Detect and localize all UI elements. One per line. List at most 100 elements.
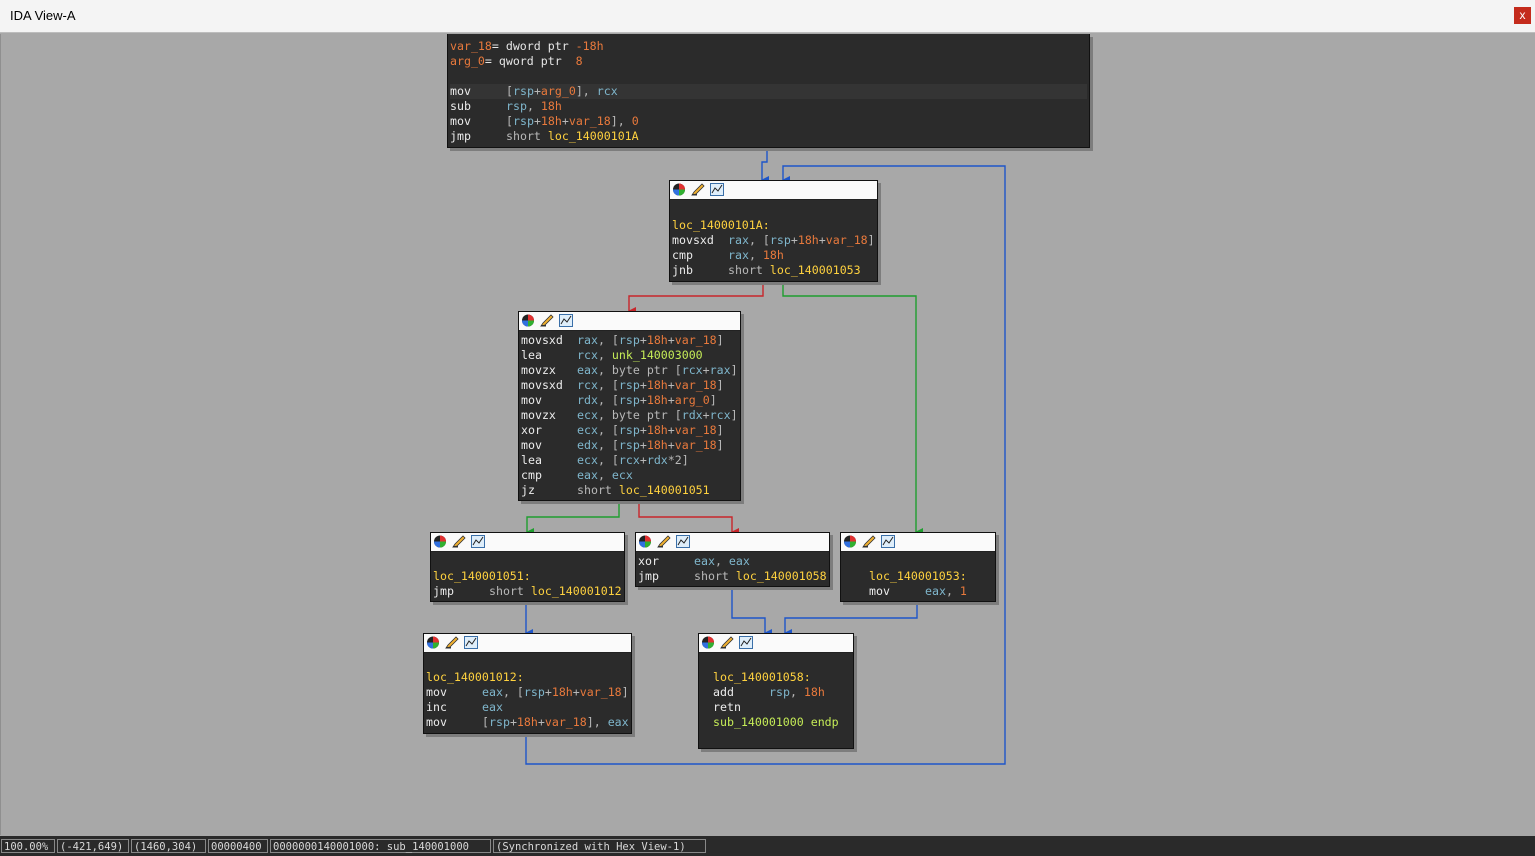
close-button[interactable]: x: [1514, 7, 1531, 24]
color-icon[interactable]: [521, 314, 535, 327]
number: 0: [631, 114, 639, 128]
status-address: 0000000140001000: sub_140001000: [270, 839, 491, 853]
operand-separator: ,: [714, 554, 729, 568]
node-entry[interactable]: var_18= dword ptr -18h arg_0= qword ptr …: [447, 34, 1090, 148]
register: rsp: [769, 685, 790, 699]
operand-bracket: ]: [716, 438, 724, 452]
color-icon[interactable]: [672, 183, 686, 196]
node-header: [519, 312, 740, 331]
keyword: short: [577, 483, 619, 497]
number: 18h: [646, 333, 668, 347]
register: eax: [728, 554, 750, 568]
mnemonic: movsxd: [672, 233, 714, 247]
graph-icon[interactable]: [471, 535, 485, 548]
register: eax: [694, 554, 715, 568]
operand-bracket: , [: [748, 233, 770, 247]
number: 1: [959, 584, 967, 598]
color-icon[interactable]: [638, 535, 652, 548]
variable: var_18: [579, 685, 622, 699]
operand-bracket: , [: [597, 393, 619, 407]
register: rcx: [596, 84, 618, 98]
operand-bracket: , [: [597, 333, 619, 347]
color-icon[interactable]: [426, 636, 440, 649]
status-cursor: (-421,649): [57, 839, 129, 853]
graph-icon[interactable]: [710, 183, 724, 196]
register: eax: [607, 715, 629, 729]
operand-bracket: ]: [730, 408, 738, 422]
mnemonic: movzx: [521, 363, 556, 377]
rename-icon[interactable]: [691, 183, 705, 196]
graph-icon[interactable]: [881, 535, 895, 548]
mnemonic: add: [713, 685, 734, 699]
data-reference[interactable]: unk_140003000: [611, 348, 703, 362]
keyword: short: [694, 569, 736, 583]
register: rsp: [618, 438, 640, 452]
instruction-line[interactable]: retn: [713, 700, 851, 715]
color-icon[interactable]: [433, 535, 447, 548]
mnemonic: jmp: [433, 584, 454, 598]
edge-mismatch-to-exit: [731, 587, 772, 637]
graph-view-canvas[interactable]: var_18= dword ptr -18h arg_0= qword ptr …: [0, 34, 1535, 835]
instruction-line[interactable]: mov[rsp+arg_0], rcx: [450, 84, 1087, 99]
operand-separator: ,: [748, 248, 763, 262]
rename-icon[interactable]: [540, 314, 554, 327]
rename-icon[interactable]: [657, 535, 671, 548]
jump-target[interactable]: loc_140001058: [735, 569, 827, 583]
register: edx: [577, 438, 598, 452]
number: 18h: [646, 378, 668, 392]
color-icon[interactable]: [701, 636, 715, 649]
jump-target[interactable]: loc_140001051: [618, 483, 710, 497]
graph-icon[interactable]: [739, 636, 753, 649]
status-sync: (Synchronized with Hex View-1): [493, 839, 706, 853]
rename-icon[interactable]: [452, 535, 466, 548]
graph-icon[interactable]: [559, 314, 573, 327]
color-icon[interactable]: [843, 535, 857, 548]
variable: var_18: [674, 423, 717, 437]
jump-target[interactable]: loc_14000101A: [547, 129, 639, 143]
register: rdx: [577, 393, 598, 407]
graph-icon[interactable]: [676, 535, 690, 548]
register: rsp: [506, 99, 527, 113]
operand-bracket: , [: [597, 453, 619, 467]
jump-target[interactable]: loc_140001012: [530, 584, 622, 598]
rename-icon[interactable]: [445, 636, 459, 649]
block-label: loc_14000101A:: [672, 218, 770, 232]
jump-target[interactable]: loc_140001053: [769, 263, 861, 277]
instruction-line[interactable]: mov[rsp+18h+var_18], eax: [426, 715, 629, 730]
operand-plus: +: [572, 685, 580, 699]
rename-icon[interactable]: [862, 535, 876, 548]
instruction-line[interactable]: mov[rsp+18h+var_18], 0: [450, 114, 1087, 129]
graph-icon[interactable]: [464, 636, 478, 649]
rename-icon[interactable]: [720, 636, 734, 649]
